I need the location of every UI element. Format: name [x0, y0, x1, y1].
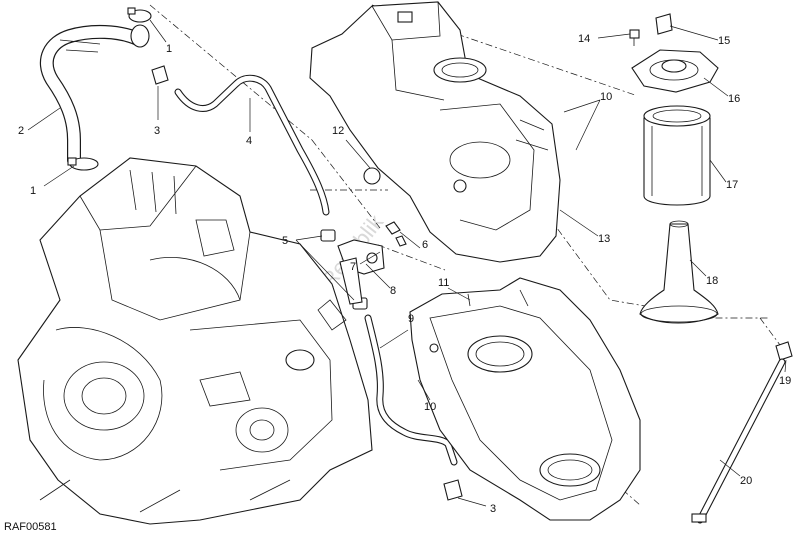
velocity-stack [639, 220, 719, 324]
airbox-base [409, 277, 641, 521]
filter-screw [629, 29, 640, 46]
rod-clip [775, 341, 793, 361]
support-rod [691, 358, 786, 524]
callout-10-lower: 10 [424, 401, 436, 413]
leader-lines [27, 19, 787, 507]
airbox-cover [309, 1, 561, 263]
callout-3: 3 [154, 125, 160, 137]
callout-20: 20 [740, 475, 752, 487]
connector-bottom [443, 479, 463, 501]
callout-12: 12 [332, 125, 344, 137]
engine-block [17, 157, 373, 525]
callout-13: 13 [598, 233, 610, 245]
callout-15: 15 [718, 35, 730, 47]
breather-tube [174, 74, 330, 216]
filter-cover-plate [631, 49, 719, 93]
callout-1-lower: 1 [30, 185, 36, 197]
callout-18: 18 [706, 275, 718, 287]
callout-10: 10 [600, 91, 612, 103]
callout-1: 1 [166, 43, 172, 55]
callout-16: 16 [728, 93, 740, 105]
callout-17: 17 [726, 179, 738, 191]
callout-11: 11 [438, 277, 449, 289]
hose-clamp-bottom [67, 157, 99, 171]
breather-hose [39, 24, 150, 167]
air-filter-element [643, 105, 711, 206]
callout-3-lower: 3 [490, 503, 496, 515]
valve-assembly [337, 221, 407, 305]
callout-9: 9 [408, 313, 414, 325]
filter-clip [655, 13, 673, 35]
callout-2: 2 [18, 125, 24, 137]
callout-6: 6 [422, 239, 428, 251]
callout-7: 7 [350, 261, 356, 273]
callout-8: 8 [390, 285, 396, 297]
drawing-code: RAF00581 [4, 521, 57, 533]
callout-14: 14 [578, 33, 590, 45]
callout-19: 19 [779, 375, 791, 387]
lower-breather-tube [364, 314, 458, 466]
callout-5: 5 [282, 235, 288, 247]
hose-clamp-top [127, 7, 152, 23]
callout-4: 4 [246, 135, 252, 147]
connector-top [151, 65, 169, 85]
callout-labels: 1 1 2 3 3 4 5 6 7 8 9 10 10 11 12 13 14 … [18, 33, 791, 515]
